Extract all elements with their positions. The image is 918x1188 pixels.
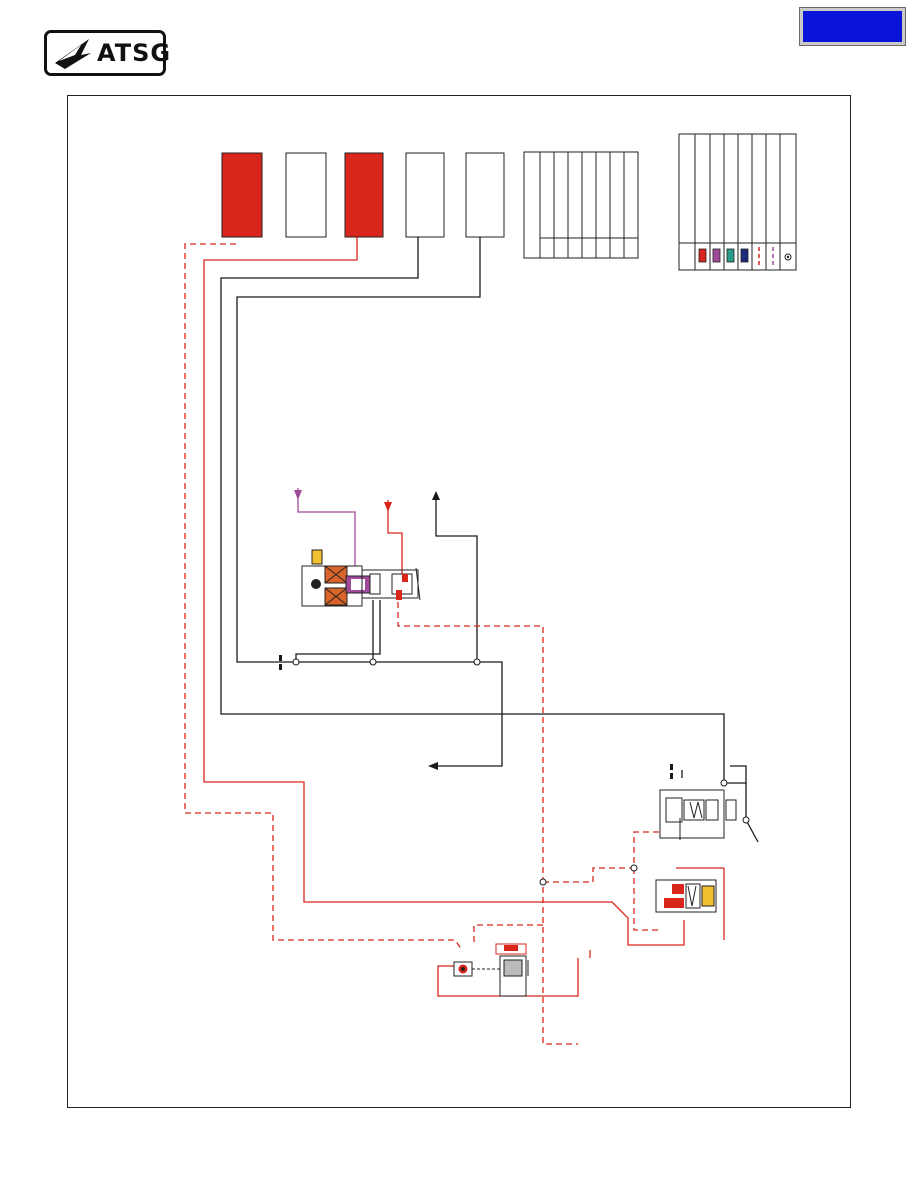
junctions — [292, 658, 750, 886]
exhaust-line-solenoid — [397, 602, 578, 1045]
application-grid-table — [523, 151, 639, 259]
purple-arrow-icon — [294, 490, 302, 500]
solenoid-valve — [301, 549, 421, 607]
black-line-box5 — [236, 237, 503, 767]
legend-swatch-navy — [740, 248, 749, 263]
fluid-box-5 — [465, 152, 505, 238]
black-line-upward — [435, 498, 478, 662]
diagram-frame — [67, 95, 851, 1108]
black-line-box4 — [220, 237, 725, 783]
navigation-button[interactable] — [800, 8, 905, 45]
right-valve-lower — [655, 879, 717, 913]
fluid-label-boxes — [221, 152, 505, 238]
fluid-box-2 — [285, 152, 327, 238]
left-arrow-icon — [428, 762, 438, 770]
purple-signal-line — [297, 488, 356, 578]
atsg-logo: ATSG — [44, 30, 170, 76]
red-feed-line — [203, 237, 685, 946]
legend-swatch-teal — [726, 248, 735, 263]
solenoid-connector-icon — [311, 549, 323, 565]
exhaust-line-left — [184, 243, 463, 951]
fluid-box-3 — [344, 152, 384, 238]
legend-swatch-purple — [712, 248, 721, 263]
logo-jet-icon — [55, 39, 91, 69]
right-valve-upper — [659, 789, 737, 840]
up-arrow-icon — [432, 491, 440, 500]
fluid-box-4 — [405, 152, 445, 238]
red-arrow-icon — [384, 502, 392, 512]
logo-text: ATSG — [97, 39, 172, 67]
legend-junction-icon — [784, 253, 792, 261]
legend-swatch-red — [698, 248, 707, 263]
color-legend-table — [678, 133, 797, 271]
red-signal-line — [387, 500, 403, 574]
bottom-valve — [453, 943, 529, 997]
orifice-markers — [279, 655, 673, 779]
fluid-box-1 — [221, 152, 263, 238]
flow-arrows — [294, 490, 440, 770]
